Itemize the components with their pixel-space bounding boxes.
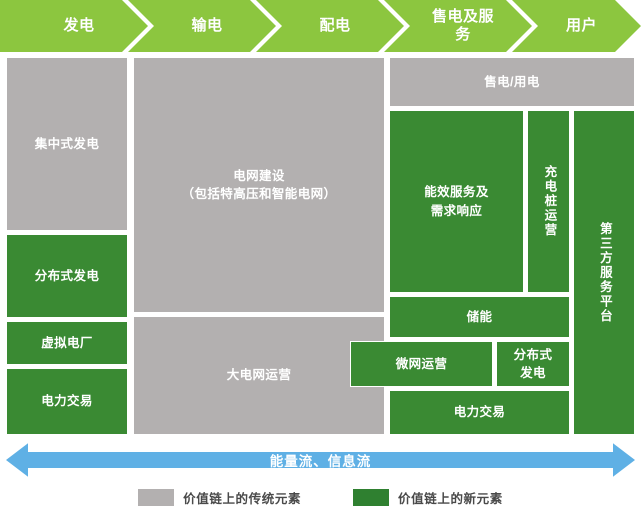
stage-chevron-distribution[interactable]: 配电 xyxy=(256,0,404,52)
block-label: 集中式发电 xyxy=(34,136,100,151)
block-power-trading-customer[interactable]: 电力交易 xyxy=(389,390,570,435)
block-retail-and-consumption[interactable]: 售电/用电 xyxy=(389,57,635,107)
stage-chevron-label: 用户 xyxy=(565,16,597,34)
block-label: 电网建设 （包括特高压和智能电网） xyxy=(181,168,337,201)
block-centralized-generation[interactable]: 集中式发电 xyxy=(6,57,128,231)
block-third-party-service-platform[interactable]: 第三方服务平台 xyxy=(573,110,635,435)
block-grid-construction[interactable]: 电网建设 （包括特高压和智能电网） xyxy=(133,57,385,313)
block-label: 大电网运营 xyxy=(226,368,292,383)
block-label: 储能 xyxy=(466,309,493,324)
legend-swatch-new xyxy=(353,488,390,506)
stage-chevron-label: 配电 xyxy=(319,16,351,34)
block-label: 微网运营 xyxy=(395,356,448,371)
legend-item-traditional: 价值链上的传统元素 xyxy=(138,488,301,507)
legend-item-new: 价值链上的新元素 xyxy=(353,488,503,507)
value-chain-stage-band: 发电 输电 配电 售电及服 务 用户 xyxy=(0,0,641,52)
stage-chevron-label: 发电 xyxy=(63,16,95,34)
stage-chevron-label: 售电及服 务 xyxy=(431,7,494,43)
stage-chevron-retail-and-service[interactable]: 售电及服 务 xyxy=(384,0,532,52)
block-label: 虚拟电厂 xyxy=(41,335,93,350)
block-main-grid-operation[interactable]: 大电网运营 xyxy=(133,316,385,435)
block-label: 售电/用电 xyxy=(484,74,540,89)
block-label: 电力交易 xyxy=(453,405,506,420)
block-label: 电力交易 xyxy=(41,394,93,409)
block-distributed-generation-customer[interactable]: 分布式 发电 xyxy=(496,341,570,387)
block-label: 充电桩运营 xyxy=(542,165,557,238)
energy-information-flow-arrow: 能量流、信息流 xyxy=(6,441,635,479)
block-distributed-generation[interactable]: 分布式发电 xyxy=(6,234,128,318)
block-label: 分布式 发电 xyxy=(513,347,553,380)
legend: 价值链上的传统元素 价值链上的新元素 xyxy=(0,484,641,510)
block-energy-efficiency-and-demand-response[interactable]: 能效服务及 需求响应 xyxy=(389,110,524,293)
legend-label-new: 价值链上的新元素 xyxy=(398,491,503,506)
block-label: 能效服务及 需求响应 xyxy=(424,185,489,218)
legend-label-traditional: 价值链上的传统元素 xyxy=(183,491,302,506)
block-microgrid-operation[interactable]: 微网运营 xyxy=(350,341,493,387)
legend-swatch-traditional xyxy=(138,488,175,506)
stage-chevron-transmission[interactable]: 输电 xyxy=(128,0,276,52)
block-power-trading-generation[interactable]: 电力交易 xyxy=(6,368,128,435)
block-label: 分布式发电 xyxy=(34,268,100,283)
block-ev-charging-operation[interactable]: 充电桩运营 xyxy=(527,110,570,293)
block-label: 第三方服务平台 xyxy=(597,221,612,324)
flow-arrow-label: 能量流、信息流 xyxy=(269,453,372,469)
stage-chevron-label: 输电 xyxy=(191,16,223,34)
block-energy-storage[interactable]: 储能 xyxy=(389,296,570,338)
stage-chevron-generation[interactable]: 发电 xyxy=(0,0,148,52)
block-virtual-power-plant[interactable]: 虚拟电厂 xyxy=(6,321,128,365)
